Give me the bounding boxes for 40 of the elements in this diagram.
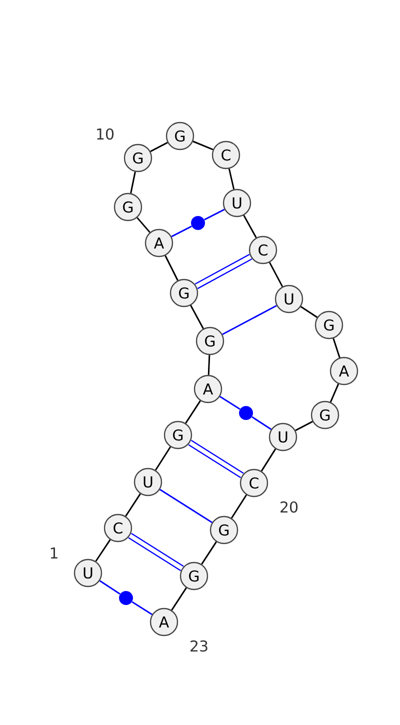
- backbone-line: [295, 420, 313, 432]
- backbone-line: [171, 587, 187, 611]
- position-number: 1: [50, 548, 58, 558]
- backbone-line: [268, 262, 284, 287]
- pair-dot: [191, 216, 205, 230]
- base-pair-line: [128, 532, 184, 572]
- position-number: 23: [190, 640, 208, 652]
- base-pair-line: [204, 208, 225, 220]
- backbone-line: [190, 305, 204, 329]
- backbone-line: [150, 142, 168, 152]
- base-pair-line: [99, 580, 120, 595]
- backbone-line: [208, 355, 210, 375]
- backbone-line: [201, 541, 217, 565]
- backbone-line: [164, 255, 178, 281]
- position-number: 10: [97, 128, 114, 140]
- backbone-line: [130, 172, 136, 194]
- backbone-line: [136, 217, 150, 233]
- base-pair-line: [220, 396, 240, 410]
- backbone-line: [330, 384, 340, 402]
- backbone-line: [260, 448, 276, 472]
- pair-dot: [119, 591, 133, 605]
- base-pair-line: [194, 254, 252, 290]
- pair-dot: [239, 406, 253, 420]
- backbone-line: [185, 400, 201, 424]
- base-pair-line: [188, 440, 244, 478]
- base-pair-line: [222, 304, 277, 336]
- base-pair-line: [132, 601, 152, 616]
- position-number: 20: [280, 501, 298, 513]
- backbone-line: [95, 539, 111, 562]
- backbone-line: [125, 493, 141, 517]
- backbone-line: [228, 168, 235, 190]
- backbone-line: [192, 140, 214, 150]
- backbone-line: [332, 338, 340, 358]
- base-pair-line: [171, 226, 192, 238]
- backbone-line: [230, 494, 248, 519]
- base-pair-line: [252, 416, 272, 430]
- backbone-line: [300, 306, 318, 318]
- backbone-line: [243, 214, 257, 238]
- base-pair-line: [160, 488, 212, 524]
- backbone-line: [154, 446, 172, 471]
